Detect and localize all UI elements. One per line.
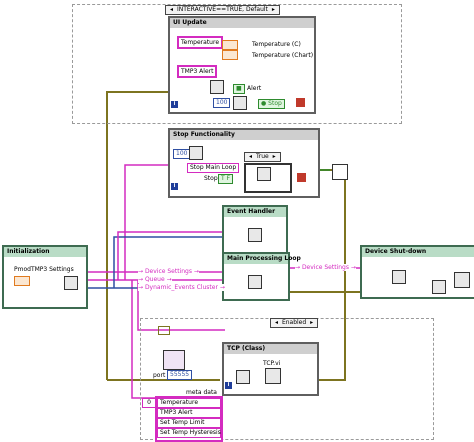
stop-label: Stop — [204, 175, 218, 182]
stop-prev-case-icon[interactable]: ◂ — [249, 153, 253, 160]
error-wire-right — [320, 169, 360, 293]
unbundle-icon[interactable] — [210, 80, 224, 94]
dynamic-events-wire-up — [113, 236, 222, 288]
alert-label: Alert — [247, 85, 262, 92]
enabled-next-icon[interactable]: ▸ — [310, 319, 314, 326]
pmod-settings-label: PmodTMP3 Settings — [14, 266, 74, 273]
tcp-bundle-icon[interactable] — [236, 370, 250, 384]
tcp-vi-icon[interactable] — [265, 368, 281, 384]
tcp-queue-wire — [137, 280, 225, 331]
device-settings-right-wire-label: → Device Settings → — [295, 264, 356, 271]
event-handler-vi-icon[interactable] — [248, 228, 262, 242]
temperature-c-label: Temperature (C) — [252, 41, 301, 48]
tunnel-icon — [158, 326, 170, 335]
queue-wire-up — [124, 164, 168, 280]
event-wire — [117, 231, 222, 280]
tcp-iteration-icon: i — [225, 382, 232, 389]
device-shutdown-title: Device Shut-down — [362, 247, 474, 257]
ui-loop-iteration-icon: i — [171, 101, 178, 108]
stop-wait-constant[interactable]: 100 — [173, 149, 191, 159]
stop-functionality-title: Stop Functionality — [170, 130, 318, 140]
meta-item-set-temp-hysteresis[interactable]: Set Temp Hysteresis — [157, 428, 221, 438]
stop-loop-iteration-icon: i — [171, 183, 178, 190]
ui-update-title: UI Update — [170, 18, 314, 28]
shutdown-merge-icon[interactable] — [432, 280, 446, 294]
error-wire-tcp — [315, 292, 346, 381]
tcp-class-title: TCP (Class) — [224, 344, 317, 354]
interactive-case-structure — [72, 4, 402, 124]
temperature-local-variable[interactable]: Temperature — [177, 36, 224, 49]
tcp-class-box[interactable]: TCP (Class) — [222, 342, 319, 396]
enabled-case-selector[interactable]: ◂ Enabled ▸ — [270, 318, 319, 328]
shutdown-vi-icon[interactable] — [392, 270, 406, 284]
stop-case-label: True — [255, 153, 269, 160]
device-settings-text: Device Settings — [144, 268, 192, 275]
temperature-chart-terminal[interactable] — [222, 50, 238, 60]
initialization-vi-icon[interactable] — [64, 276, 78, 290]
device-settings-wire-label: → Device Settings → — [138, 268, 199, 275]
temperature-chart-label: Temperature (Chart) — [252, 52, 314, 59]
tcp-vi-label: TCP.vi — [263, 360, 281, 367]
release-queue-icon[interactable] — [332, 164, 348, 180]
port-constant[interactable]: 55555 — [167, 370, 193, 380]
ui-wait-clock-icon[interactable] — [233, 96, 247, 110]
simple-error-handler-icon[interactable] — [454, 272, 470, 288]
meta-item-set-temp-limit[interactable]: Set Temp Limit — [157, 418, 221, 428]
main-processing-vi-icon[interactable] — [248, 275, 262, 289]
stop-case-structure — [244, 163, 292, 193]
stop-bool-const[interactable]: T F — [218, 174, 234, 184]
stop-condition-icon[interactable] — [296, 98, 305, 107]
dynamic-events-text: Dynamic_Events Cluster — [144, 284, 218, 291]
meta-item-tmp3-alert[interactable]: TMP3 Alert — [157, 408, 221, 418]
next-case-icon[interactable]: ▸ — [271, 6, 275, 13]
temperature-c-terminal[interactable] — [222, 40, 238, 50]
pmod-settings-terminal[interactable] — [14, 276, 30, 286]
event-handler-title: Event Handler — [224, 207, 286, 217]
tcp-class-constant-icon[interactable] — [163, 350, 185, 370]
queue-text: Queue — [144, 276, 165, 283]
prev-case-icon[interactable]: ◂ — [170, 6, 174, 13]
stop-compare-icon[interactable] — [257, 167, 271, 181]
alert-indicator-terminal[interactable]: ■ — [233, 84, 245, 94]
ui-stop-label: Stop — [268, 100, 282, 107]
main-processing-title: Main Processing Loop — [224, 254, 301, 264]
device-settings-right-text: Device Settings — [301, 264, 349, 271]
enabled-prev-icon[interactable]: ◂ — [275, 319, 279, 326]
device-shutdown-box[interactable]: Device Shut-down — [360, 245, 474, 299]
stop-wait-clock-icon[interactable] — [189, 146, 203, 160]
meta-item-temperature[interactable]: Temperature — [157, 398, 221, 408]
enabled-label: Enabled — [281, 319, 307, 326]
error-wire — [106, 91, 168, 380]
case-selector-label: INTERACTIVE==TRUE, Default — [176, 6, 268, 13]
stop-loop-condition-icon[interactable] — [297, 173, 306, 182]
main-processing-box[interactable]: Main Processing Loop — [222, 252, 301, 301]
ui-wait-constant[interactable]: 100 — [213, 98, 231, 108]
stop-case-selector[interactable]: ◂ True ▸ — [244, 152, 281, 162]
stop-next-case-icon[interactable]: ▸ — [272, 153, 276, 160]
interactive-case-selector[interactable]: ◂ INTERACTIVE==TRUE, Default ▸ — [165, 5, 280, 15]
dynamic-events-wire-label: → Dynamic_Events Cluster → — [138, 284, 225, 291]
stop-main-loop-variable[interactable]: Stop Main Loop — [187, 163, 240, 173]
tmp3-alert-local-variable[interactable]: TMP3 Alert — [177, 65, 218, 78]
meta-index-constant[interactable]: 0 — [142, 398, 156, 408]
port-label: port — [153, 372, 166, 379]
meta-data-label: meta data — [186, 389, 217, 396]
initialization-title: Initialization — [4, 247, 86, 257]
queue-wire-label: → Queue → — [138, 276, 172, 283]
ui-stop-terminal[interactable]: ● Stop — [258, 99, 285, 109]
